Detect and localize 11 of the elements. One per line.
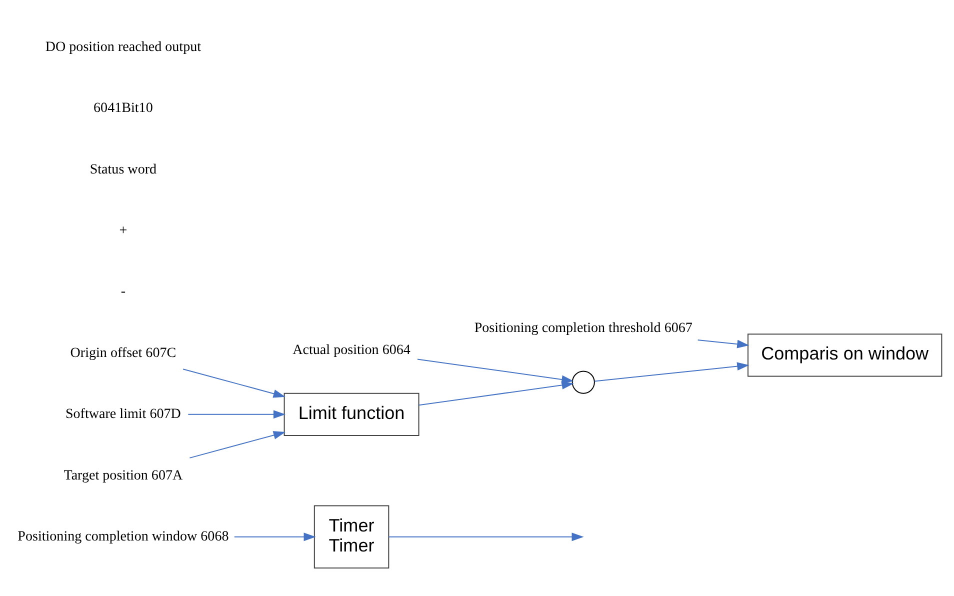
node-text: Positioning completion threshold 6067 xyxy=(474,319,692,336)
node-text: Origin offset 607C xyxy=(70,344,176,360)
node-text: Positioning completion window 6068 xyxy=(18,528,229,544)
node-text: Software limit 607D xyxy=(65,406,181,422)
label: DO position reached output xyxy=(45,38,202,54)
node-text: Target position 607A xyxy=(64,466,183,483)
label: Status word xyxy=(90,160,157,177)
label: 6041Bit10 xyxy=(94,100,153,116)
node-text: Actual position 6064 xyxy=(292,341,410,358)
label: + xyxy=(119,222,128,238)
label: - xyxy=(120,283,126,300)
